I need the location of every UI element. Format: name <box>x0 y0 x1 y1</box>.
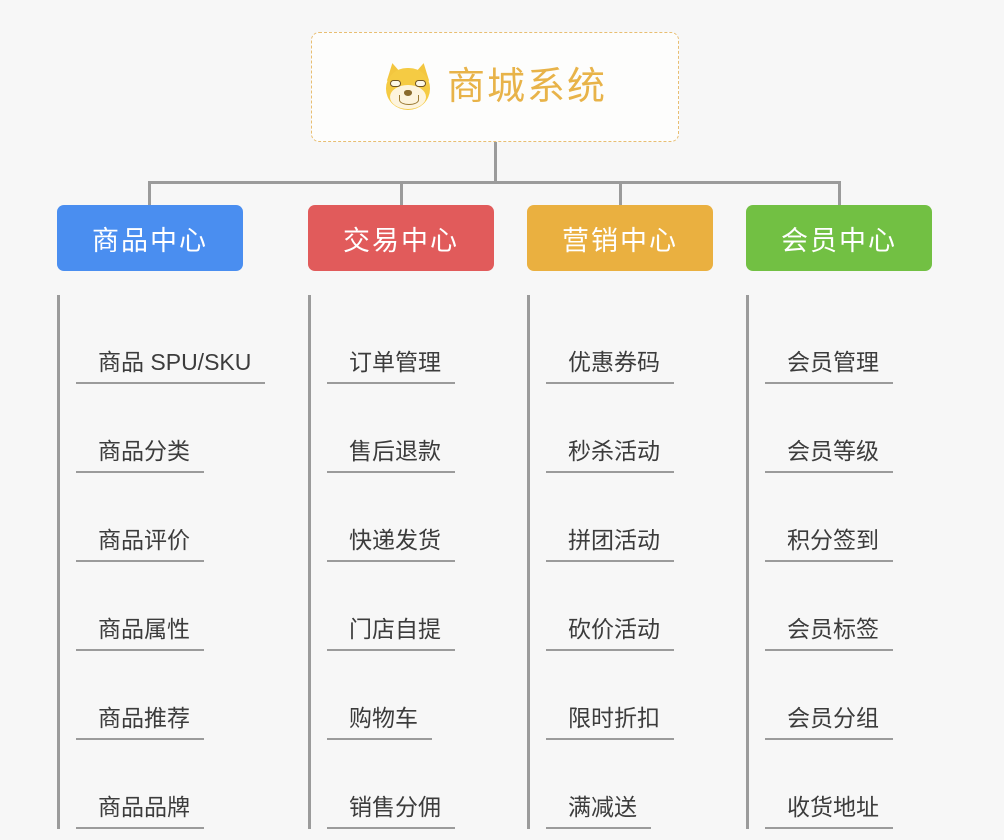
connector-root-stem <box>494 142 497 183</box>
leaf-node-label: 拼团活动 <box>546 526 674 562</box>
leaf-node-label: 优惠券码 <box>546 348 674 384</box>
leaf-node-label: 商品分类 <box>76 437 204 473</box>
leaf-node[interactable]: 订单管理 <box>327 295 494 384</box>
leaf-node-label: 商品属性 <box>76 615 204 651</box>
leaf-node[interactable]: 快递发货 <box>327 473 494 562</box>
leaf-node[interactable]: 商品品牌 <box>76 740 243 829</box>
leaf-node[interactable]: 限时折扣 <box>546 651 713 740</box>
branch-header[interactable]: 营销中心 <box>527 205 713 271</box>
root-node[interactable]: 商城系统 <box>311 32 679 142</box>
leaf-node-label: 会员等级 <box>765 437 893 473</box>
leaf-node-label: 砍价活动 <box>546 615 674 651</box>
leaf-node-label: 限时折扣 <box>546 704 674 740</box>
leaf-node-label: 购物车 <box>327 704 432 740</box>
leaf-node[interactable]: 购物车 <box>327 651 494 740</box>
root-title: 商城系统 <box>446 66 607 108</box>
leaf-node-label: 商品 SPU/SKU <box>76 348 266 384</box>
leaf-node[interactable]: 收货地址 <box>765 740 932 829</box>
leaf-node-label: 满减送 <box>546 793 651 829</box>
leaf-node-label: 商品品牌 <box>76 793 204 829</box>
leaf-node-label: 商品评价 <box>76 526 204 562</box>
leaf-node-label: 会员标签 <box>765 615 893 651</box>
leaf-node[interactable]: 砍价活动 <box>546 562 713 651</box>
leaf-node[interactable]: 门店自提 <box>327 562 494 651</box>
leaf-node[interactable]: 销售分佣 <box>327 740 494 829</box>
leaf-node[interactable]: 售后退款 <box>327 384 494 473</box>
leaf-node[interactable]: 会员管理 <box>765 295 932 384</box>
branch-leaf-list: 订单管理售后退款快递发货门店自提购物车销售分佣 <box>308 295 494 829</box>
branch-header[interactable]: 会员中心 <box>746 205 932 271</box>
branch-column: 会员中心会员管理会员等级积分签到会员标签会员分组收货地址 <box>746 205 932 829</box>
leaf-node[interactable]: 拼团活动 <box>546 473 713 562</box>
leaf-node-label: 积分签到 <box>765 526 893 562</box>
leaf-node[interactable]: 满减送 <box>546 740 713 829</box>
leaf-node-label: 售后退款 <box>327 437 455 473</box>
leaf-node-label: 会员管理 <box>765 348 893 384</box>
connector-to-branch-1 <box>148 181 151 207</box>
connector-to-branch-2 <box>400 181 403 207</box>
branch-column: 交易中心订单管理售后退款快递发货门店自提购物车销售分佣 <box>308 205 494 829</box>
leaf-node[interactable]: 会员分组 <box>765 651 932 740</box>
leaf-node[interactable]: 商品推荐 <box>76 651 243 740</box>
leaf-node-label: 会员分组 <box>765 704 893 740</box>
leaf-node-label: 商品推荐 <box>76 704 204 740</box>
leaf-node[interactable]: 商品分类 <box>76 384 243 473</box>
leaf-node-label: 门店自提 <box>327 615 455 651</box>
branch-column: 营销中心优惠券码秒杀活动拼团活动砍价活动限时折扣满减送 <box>527 205 713 829</box>
leaf-node-label: 销售分佣 <box>327 793 455 829</box>
branch-leaf-list: 商品 SPU/SKU 商品分类商品评价商品属性商品推荐商品品牌 <box>57 295 266 829</box>
dog-face-icon <box>383 61 433 111</box>
leaf-node[interactable]: 商品属性 <box>76 562 243 651</box>
leaf-node[interactable]: 商品 SPU/SKU <box>76 295 266 384</box>
leaf-node-label: 秒杀活动 <box>546 437 674 473</box>
branch-leaf-list: 优惠券码秒杀活动拼团活动砍价活动限时折扣满减送 <box>527 295 713 829</box>
branch-header[interactable]: 商品中心 <box>57 205 243 271</box>
branch-header[interactable]: 交易中心 <box>308 205 494 271</box>
connector-to-branch-3 <box>619 181 622 207</box>
branch-leaf-list: 会员管理会员等级积分签到会员标签会员分组收货地址 <box>746 295 932 829</box>
leaf-node[interactable]: 积分签到 <box>765 473 932 562</box>
leaf-node[interactable]: 会员标签 <box>765 562 932 651</box>
leaf-node-label: 快递发货 <box>327 526 455 562</box>
leaf-node[interactable]: 优惠券码 <box>546 295 713 384</box>
branch-column: 商品中心商品 SPU/SKU 商品分类商品评价商品属性商品推荐商品品牌 <box>57 205 266 829</box>
leaf-node-label: 收货地址 <box>765 793 893 829</box>
leaf-node[interactable]: 秒杀活动 <box>546 384 713 473</box>
connector-branch-bus <box>148 181 841 184</box>
leaf-node[interactable]: 商品评价 <box>76 473 243 562</box>
connector-to-branch-4 <box>838 181 841 207</box>
leaf-node-label: 订单管理 <box>327 348 455 384</box>
leaf-node[interactable]: 会员等级 <box>765 384 932 473</box>
